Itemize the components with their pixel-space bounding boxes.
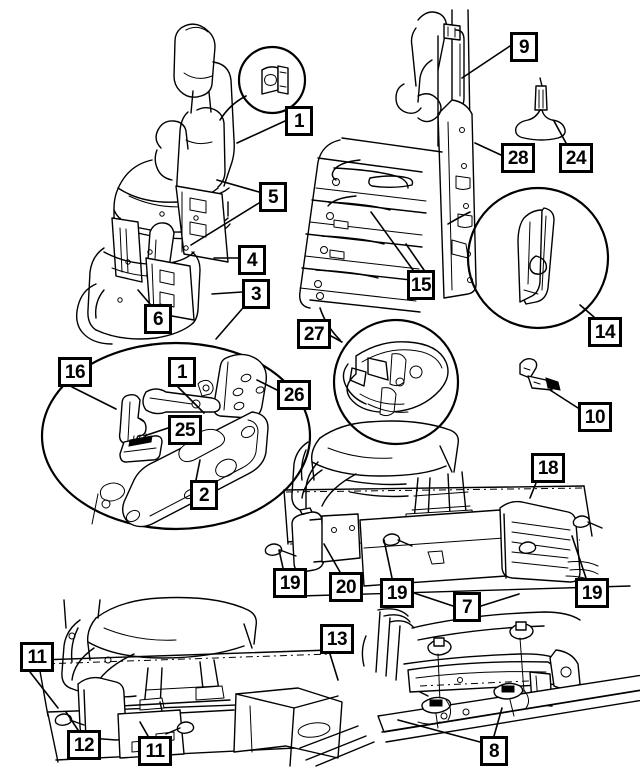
art-seat-assembly-left [75, 23, 235, 345]
art-bolt [509, 621, 534, 693]
callout-13[interactable]: 13 [320, 624, 354, 654]
callout-11[interactable]: 11 [138, 736, 172, 766]
callout-10[interactable]: 10 [578, 402, 612, 432]
callout-1[interactable]: 1 [285, 106, 313, 136]
callout-4[interactable]: 4 [238, 245, 266, 275]
art-leader-lines [29, 45, 595, 743]
art-cable-clip [519, 357, 561, 391]
callout-20[interactable]: 20 [329, 572, 363, 602]
callout-9[interactable]: 9 [510, 32, 538, 62]
callout-25[interactable]: 25 [168, 415, 202, 445]
callout-3[interactable]: 3 [242, 279, 270, 309]
callout-1[interactable]: 1 [168, 357, 196, 387]
art-seat-back-frame [299, 9, 477, 313]
callout-19[interactable]: 19 [575, 578, 609, 608]
callout-2[interactable]: 2 [190, 480, 218, 510]
art-detail-recliner [319, 307, 460, 446]
callout-19[interactable]: 19 [380, 578, 414, 608]
callout-8[interactable]: 8 [480, 736, 508, 766]
callout-28[interactable]: 28 [501, 143, 535, 173]
callout-19[interactable]: 19 [273, 568, 307, 598]
art-screw [165, 721, 195, 735]
callout-26[interactable]: 26 [277, 380, 311, 410]
art-screw [572, 515, 603, 529]
callout-11[interactable]: 11 [20, 642, 54, 672]
art-bolt-nut [421, 696, 452, 729]
callout-14[interactable]: 14 [588, 317, 622, 347]
art-screw [264, 543, 297, 557]
callout-18[interactable]: 18 [531, 453, 565, 483]
art-detail-frame-oval [40, 341, 312, 531]
art-screw [518, 541, 537, 554]
callout-16[interactable]: 16 [58, 357, 92, 387]
art-seat-track-middle [264, 420, 631, 597]
art-detail-side-trim [447, 186, 610, 330]
art-detail-latch [219, 45, 307, 121]
art-seat-storage-bottom [37, 596, 375, 767]
art-bolt [427, 637, 452, 703]
art-bolt-nut [493, 682, 524, 717]
art-lumbar-knob [514, 77, 566, 141]
callout-15[interactable]: 15 [407, 270, 435, 300]
callout-24[interactable]: 24 [559, 143, 593, 173]
callout-6[interactable]: 6 [144, 304, 172, 334]
art-floor-track-bottom [361, 608, 640, 743]
callout-7[interactable]: 7 [453, 592, 481, 622]
callout-12[interactable]: 12 [67, 730, 101, 760]
callout-5[interactable]: 5 [259, 182, 287, 212]
callout-27[interactable]: 27 [297, 319, 331, 349]
